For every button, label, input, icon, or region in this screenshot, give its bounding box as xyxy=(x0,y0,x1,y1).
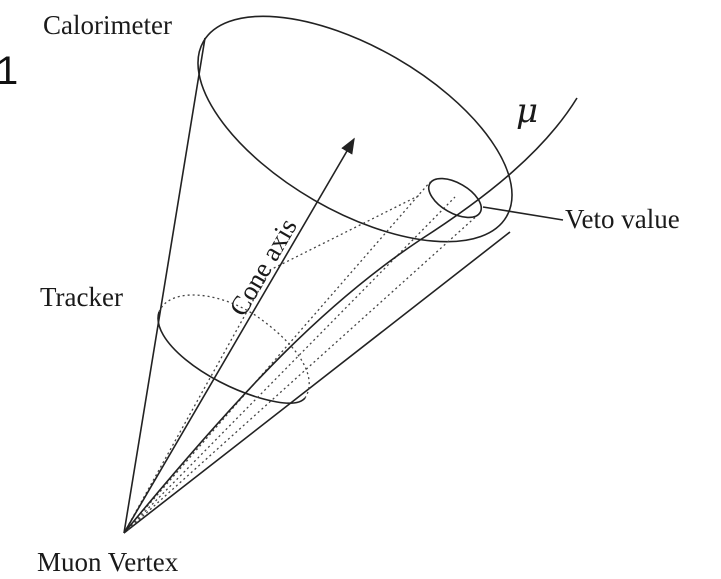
veto-cone-inner-1 xyxy=(123,196,456,534)
tracker-ellipse-front xyxy=(157,311,306,405)
muon-vertex-label: Muon Vertex xyxy=(37,547,179,577)
cone-left-edge xyxy=(123,37,206,534)
muon-track xyxy=(123,97,578,534)
veto-ellipse xyxy=(427,177,483,219)
calorimeter-label: Calorimeter xyxy=(43,10,172,40)
cone-axis-label: Cone axis xyxy=(223,213,303,321)
figure-number: 1 xyxy=(0,49,18,93)
muon-label: μ xyxy=(516,91,538,131)
cone-axis-arrow xyxy=(123,137,355,534)
calorimeter-ellipse xyxy=(197,15,513,243)
veto-cone-lower-edge xyxy=(123,212,481,534)
cone-right-edge xyxy=(123,231,511,534)
veto-cone-inner-2 xyxy=(123,194,421,534)
tracker-ellipse-back xyxy=(158,294,310,399)
veto-leader-line xyxy=(482,206,564,221)
veto-value-label: Veto value xyxy=(565,204,680,234)
tracker-label: Tracker xyxy=(40,282,123,312)
